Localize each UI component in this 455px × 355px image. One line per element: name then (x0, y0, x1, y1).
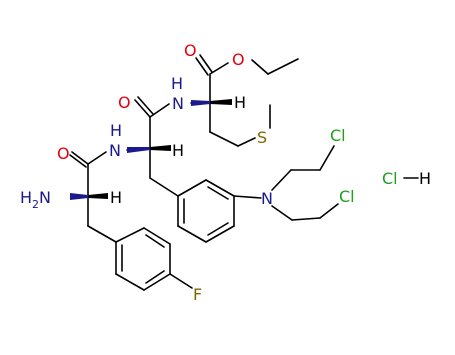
bond-camide-o-1 (134, 99, 151, 118)
bond-ring2-d (143, 273, 171, 291)
bond-ester-c-o (209, 62, 229, 75)
wedge-lower-h (88, 193, 108, 199)
atom-o-amide-upper: O (118, 93, 131, 112)
atom-hcl-cl: Cl (382, 169, 398, 188)
atom-nh2-h: H (20, 188, 32, 207)
bond-ring1-d (205, 225, 235, 243)
atom-n-mustard: N (261, 189, 273, 208)
bond-ring2-a (115, 227, 145, 243)
bond-ch2-ch2 (209, 131, 239, 147)
bond-ring1-e (177, 225, 207, 243)
bond-o-ch2 (251, 59, 269, 75)
atom-o-ester: O (232, 50, 245, 69)
wedge-upper-h (210, 99, 232, 105)
bond-ch2-cl-up (319, 145, 335, 171)
atom-n-mid: N (109, 141, 121, 160)
bond-ring1-inner-1 (207, 186, 229, 200)
bond-aryl-n (233, 195, 262, 199)
bond-ch2-cl-down (319, 203, 339, 219)
stereo-wedges (70, 99, 232, 200)
bond-ch2-ch2-down (291, 217, 321, 221)
wedge-mid-nh (127, 147, 150, 153)
atom-h-lower: H (110, 188, 122, 207)
bond-ring2-b (143, 227, 171, 245)
bond-ester-co-2 (199, 54, 213, 73)
bond-ch2-aryl (149, 177, 179, 197)
atom-h-mid: H (172, 141, 184, 160)
atom-h-on-n-mid: H (110, 121, 122, 140)
atom-cl-upper: Cl (330, 126, 346, 145)
atom-s: S (257, 128, 267, 147)
atom-h-on-n-upper: H (171, 74, 183, 93)
wedge-upper-nh (191, 100, 210, 106)
atom-o-ester-carbonyl: O (184, 41, 197, 60)
bond-camide-o-2 (137, 96, 154, 115)
atom-nh2-subscript: 2 (32, 198, 39, 211)
bond-ring2-inner-1 (145, 234, 165, 248)
atom-o-amide-lower: O (57, 144, 70, 163)
bonds (69, 54, 419, 291)
bond-camide2-o-2 (69, 154, 87, 168)
bond-ester-co-1 (195, 57, 209, 76)
atom-labels: O O H N H O H N H O S N Cl Cl Cl H H 2 N… (20, 41, 431, 304)
wedge-lower-nh2 (70, 193, 88, 200)
atom-nh2-n: N (39, 188, 51, 207)
bond-nh-camide2 (87, 151, 107, 165)
atom-n-upper: N (172, 94, 184, 113)
atom-f: F (193, 285, 202, 304)
atom-cl-lower: Cl (339, 187, 355, 206)
bond-aryl-f (169, 273, 193, 289)
bond-camide2-o-1 (71, 151, 89, 165)
atom-h-upper: H (234, 93, 246, 112)
atom-hcl-h: H (419, 169, 431, 188)
bond-ring2-inner-2 (145, 270, 165, 284)
bond-ring2-e (115, 273, 145, 291)
bond-ch2-s (237, 137, 256, 147)
bond-n-ch2-down (271, 205, 293, 221)
bond-ch2-aryl2 (87, 225, 117, 243)
bond-ring1-a (177, 179, 207, 197)
bond-nh-camide (149, 103, 170, 118)
bond-n-ch2-up (271, 169, 292, 191)
bond-ch2-ch3 (267, 58, 299, 75)
wedge-mid-h (150, 145, 171, 151)
bond-ring1-b (205, 179, 235, 197)
bond-ring1-inner-2 (207, 222, 229, 236)
